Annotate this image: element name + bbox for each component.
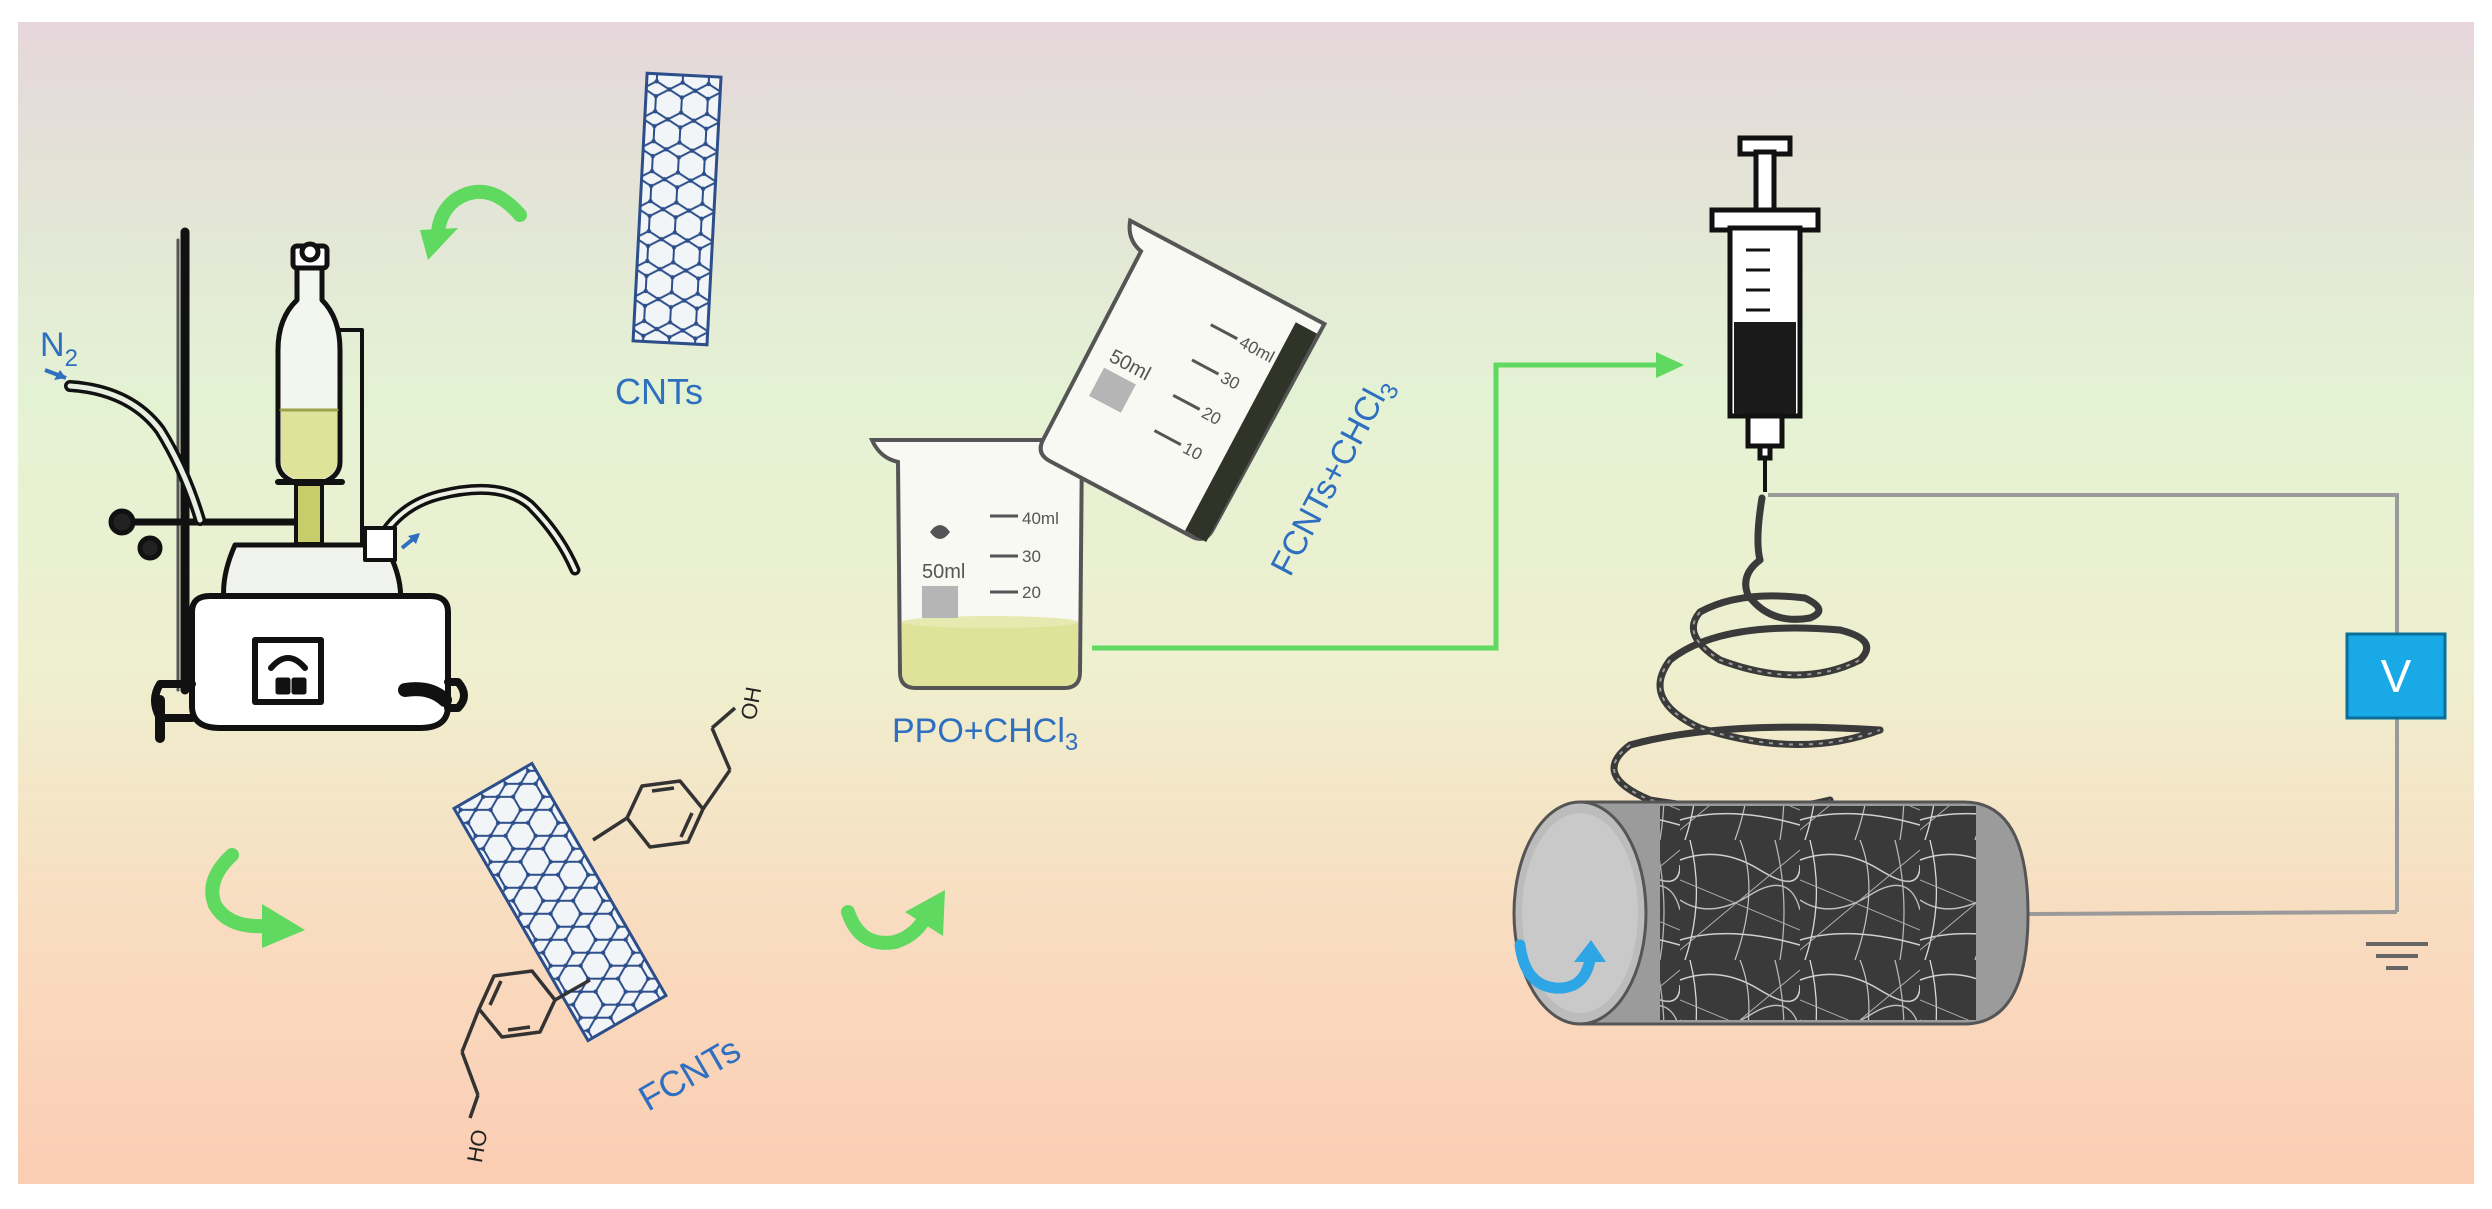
process-flow-line (1092, 362, 1658, 651)
ground-symbol (2366, 942, 2428, 970)
fcnt-molecule: OH HO (451, 685, 766, 1165)
rotating-collector (1512, 800, 2030, 1026)
beaker-left-volume: 50ml (922, 561, 965, 583)
wire-to-voltmeter (1768, 493, 2399, 636)
ppo-chcl3-label: PPO+CHCl3 (892, 712, 1078, 756)
oh-top-label: OH (736, 685, 766, 722)
syringe (1709, 135, 1821, 492)
voltmeter-label: V (2381, 650, 2412, 702)
n2-label: N2 (40, 326, 78, 372)
beaker-left: 40ml 30 20 50ml (868, 438, 1085, 690)
ho-bottom-label: HO (462, 1128, 492, 1165)
green-cycle-arrow-right (841, 890, 945, 950)
beaker-left-mark-20: 20 (1022, 583, 1041, 602)
beaker-left-mark-40: 40ml (1022, 509, 1059, 528)
green-cycle-arrow-left (205, 848, 305, 948)
wire-to-collector (2027, 910, 2398, 916)
cnts-label: CNTs (615, 371, 703, 412)
cnt-tube (631, 71, 723, 347)
voltmeter-box (2345, 632, 2447, 720)
rotation-arrow-icon (1514, 939, 1596, 994)
reaction-apparatus (64, 227, 581, 743)
n2-flow-arrowhead (54, 370, 66, 380)
green-cycle-arrow-top (420, 184, 527, 260)
beaker-right: 40ml 30 20 10 50ml (1038, 217, 1328, 542)
outlet-flow-arrowhead (408, 533, 420, 544)
beaker-left-mark-30: 30 (1022, 547, 1041, 566)
process-flow-arrowhead (1656, 352, 1684, 378)
